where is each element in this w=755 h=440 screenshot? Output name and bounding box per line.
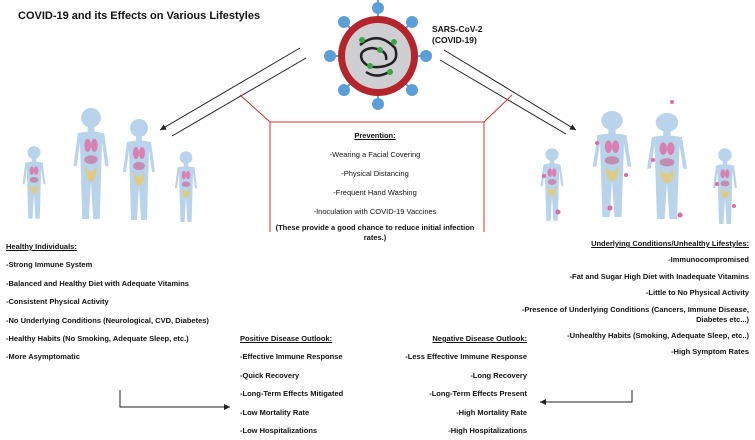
prevention-item: -Frequent Hand Washing — [333, 188, 417, 197]
positive-item: -Quick Recovery — [240, 370, 300, 380]
unhealthy-item: -High Symptom Rates — [671, 347, 749, 356]
negative-outlook-list: Negative Disease Outlook: -Less Effectiv… — [395, 330, 527, 440]
arrow-left-line — [171, 57, 307, 137]
virus-name: SARS-CoV-2 — [432, 24, 483, 34]
unhealthy-item: -Unhealthy Habits (Smoking, Adequate Sle… — [567, 330, 749, 340]
positive-heading: Positive Disease Outlook: — [240, 334, 333, 343]
positive-item: -Low Mortality Rate — [240, 407, 310, 417]
unhealthy-heading: Underlying Conditions/Unhealthy Lifestyl… — [591, 239, 749, 248]
arrow-right — [443, 49, 577, 131]
arrow-right-line — [439, 59, 567, 135]
unhealthy-figures — [540, 100, 737, 224]
negative-heading: Negative Disease Outlook: — [432, 334, 527, 343]
negative-item: -High Hospitalizations — [448, 426, 527, 436]
unhealthy-item: -Little to No Physical Activity — [645, 288, 749, 297]
healthy-item: -Balanced and Healthy Diet with Adequate… — [6, 278, 189, 288]
arrow-unhealthy-outlook — [540, 390, 633, 405]
prevention-heading: Prevention: — [354, 131, 396, 140]
prevention-box: Prevention: -Wearing a Facial Covering -… — [270, 126, 480, 243]
negative-item: -Long-Term Effects Present — [429, 389, 527, 399]
healthy-item: -Healthy Habits (No Smoking, Adequate Sl… — [6, 334, 189, 344]
healthy-figures — [22, 107, 198, 222]
unhealthy-item: -Presence of Underlying Conditions (Canc… — [521, 304, 749, 324]
positive-item: -Effective Immune Response — [240, 352, 343, 362]
healthy-item: -More Asymptomatic — [6, 352, 80, 362]
positive-item: -Long-Term Effects Mitigated — [240, 389, 344, 399]
healthy-heading: Healthy Individuals: — [6, 242, 77, 251]
positive-item: -Low Hospitalizations — [240, 426, 318, 436]
negative-item: -High Mortality Rate — [456, 407, 527, 417]
unhealthy-item: -Fat and Sugar High Diet with Inadequate… — [569, 271, 749, 281]
virus-label: SARS-CoV-2 (COVID-19) — [432, 24, 483, 46]
virus-icon — [324, 0, 432, 110]
virus-subname: (COVID-19) — [432, 35, 477, 45]
negative-item: -Long Recovery — [470, 370, 527, 380]
healthy-list: Healthy Individuals: -Strong Immune Syst… — [6, 238, 209, 367]
prevention-bracket — [239, 94, 513, 123]
negative-item: -Less Effective Immune Response — [405, 352, 527, 362]
unhealthy-item: -Immunocompromised — [668, 255, 749, 264]
healthy-item: -Strong Immune System — [6, 260, 93, 270]
healthy-item: -No Underlying Conditions (Neurological,… — [6, 315, 209, 325]
prevention-item: -Inoculation with COVID-19 Vaccines — [313, 207, 437, 216]
positive-outlook-list: Positive Disease Outlook: -Effective Imm… — [240, 330, 343, 440]
prevention-item: -Physical Distancing — [341, 169, 409, 178]
page-title: COVID-19 and its Effects on Various Life… — [18, 10, 261, 22]
unhealthy-list: Underlying Conditions/Unhealthy Lifestyl… — [520, 235, 749, 361]
prevention-item: -Wearing a Facial Covering — [329, 150, 421, 159]
arrow-healthy-outlook — [119, 390, 230, 410]
prevention-note: (These provide a good chance to reduce i… — [275, 223, 475, 242]
arrow-left — [159, 47, 301, 131]
healthy-item: -Consistent Physical Activity — [6, 297, 109, 307]
